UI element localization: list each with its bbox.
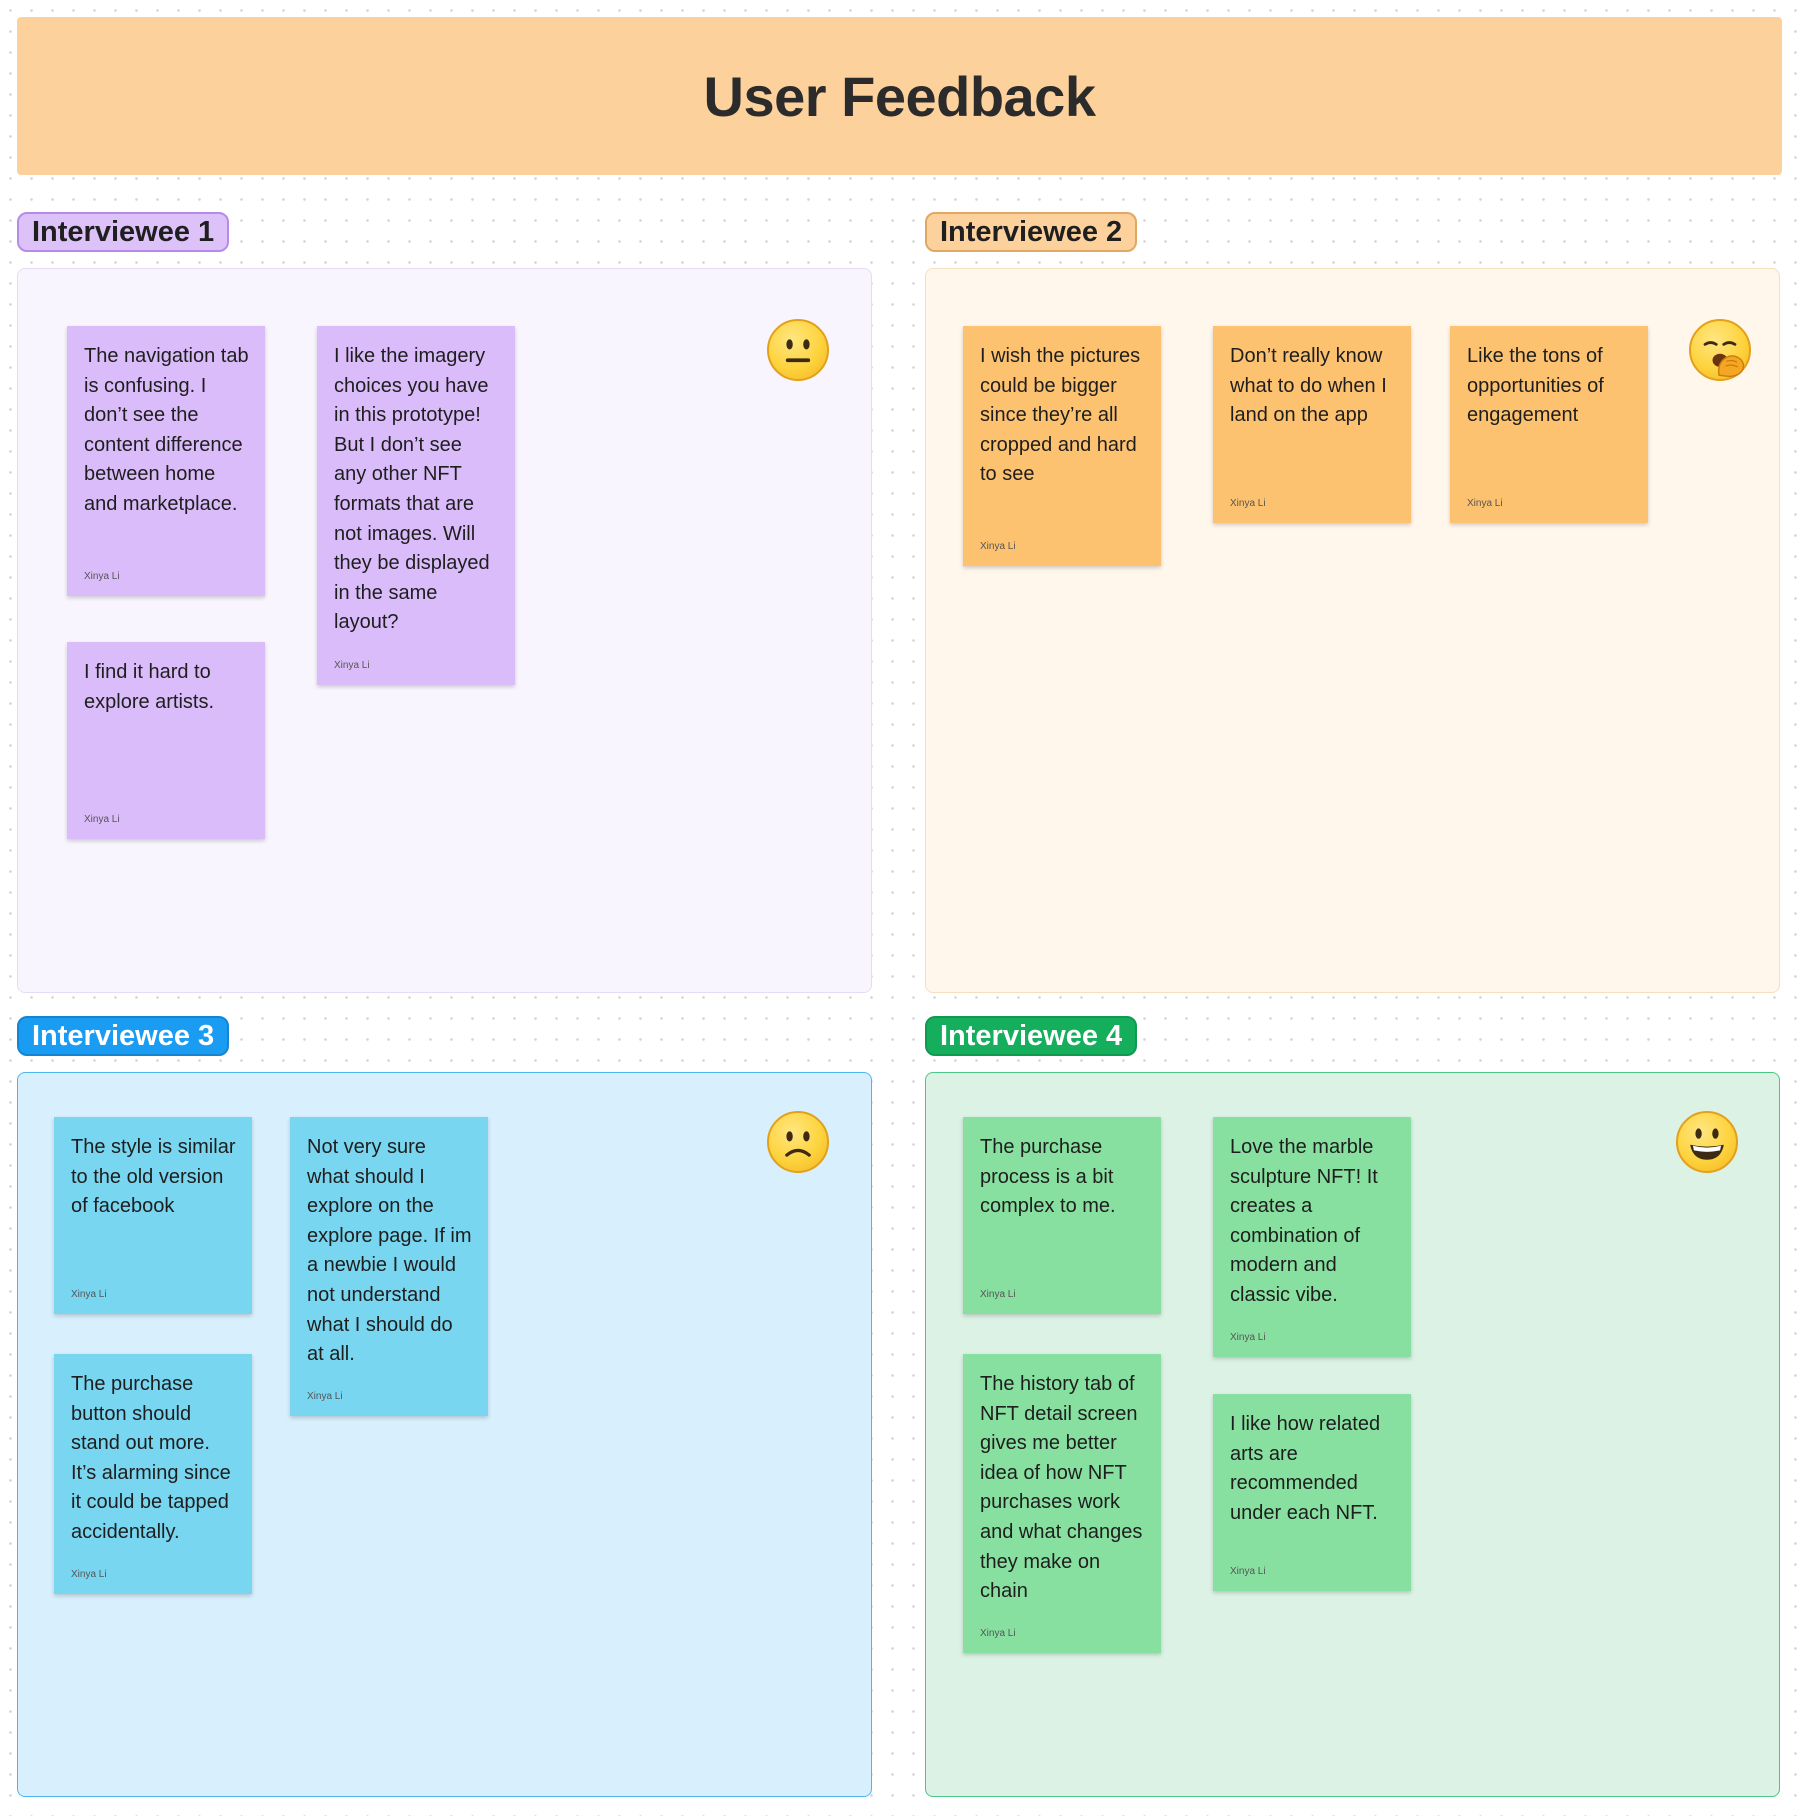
board-header[interactable]: User Feedback <box>17 17 1782 175</box>
sticky-note-text: The style is similar to the old version … <box>71 1136 236 1218</box>
neutral-face-icon[interactable] <box>767 319 829 381</box>
sticky-note-text: Not very sure what should I explore on t… <box>307 1136 472 1366</box>
section-label-interviewee-4[interactable]: Interviewee 4 <box>925 1016 1138 1056</box>
sticky-note-text: Love the marble sculpture NFT! It create… <box>1230 1136 1378 1306</box>
frowning-face-icon[interactable] <box>767 1111 829 1173</box>
sticky-note-author: Xinya Li <box>1230 1566 1266 1577</box>
sticky-note[interactable]: The navigation tab is confusing. I don’t… <box>67 326 265 596</box>
section-label-interviewee-2[interactable]: Interviewee 2 <box>925 212 1138 252</box>
sticky-note-author: Xinya Li <box>980 1289 1016 1300</box>
sticky-note[interactable]: The purchase process is a bit complex to… <box>963 1117 1161 1314</box>
sticky-note-author: Xinya Li <box>334 660 370 671</box>
sticky-note[interactable]: Not very sure what should I explore on t… <box>290 1117 488 1416</box>
yawning-face-icon[interactable] <box>1689 319 1751 381</box>
section-interviewee-3[interactable]: The style is similar to the old version … <box>17 1072 872 1797</box>
sticky-note-author: Xinya Li <box>84 571 120 582</box>
sticky-note-text: I like the imagery choices you have in t… <box>334 345 490 634</box>
sticky-note-author: Xinya Li <box>307 1391 343 1402</box>
sticky-note-author: Xinya Li <box>1230 1332 1266 1343</box>
sticky-note-text: Like the tons of opportunities of engage… <box>1467 345 1604 427</box>
sticky-note-author: Xinya Li <box>1230 498 1266 509</box>
sticky-note-author: Xinya Li <box>84 814 120 825</box>
sticky-note-author: Xinya Li <box>980 1628 1016 1639</box>
sticky-note-text: I wish the pictures could be bigger sinc… <box>980 345 1141 486</box>
sticky-note-text: I find it hard to explore artists. <box>84 661 215 713</box>
smiling-face-icon[interactable] <box>1676 1111 1738 1173</box>
sticky-note-text: I like how related arts are recommended … <box>1230 1413 1381 1524</box>
sticky-note-text: The navigation tab is confusing. I don’t… <box>84 345 249 515</box>
section-interviewee-1[interactable]: The navigation tab is confusing. I don’t… <box>17 268 872 993</box>
sticky-note-author: Xinya Li <box>71 1569 107 1580</box>
section-label-interviewee-1[interactable]: Interviewee 1 <box>17 212 230 252</box>
sticky-note-author: Xinya Li <box>1467 498 1503 509</box>
sticky-note[interactable]: I like how related arts are recommended … <box>1213 1394 1411 1591</box>
sticky-note[interactable]: The style is similar to the old version … <box>54 1117 252 1314</box>
sticky-note[interactable]: Love the marble sculpture NFT! It create… <box>1213 1117 1411 1357</box>
sticky-note-author: Xinya Li <box>71 1289 107 1300</box>
board-title: User Feedback <box>703 64 1096 128</box>
section-interviewee-2[interactable]: I wish the pictures could be bigger sinc… <box>925 268 1780 993</box>
sticky-note[interactable]: I like the imagery choices you have in t… <box>317 326 515 685</box>
sticky-note[interactable]: The history tab of NFT detail screen giv… <box>963 1354 1161 1653</box>
section-label-interviewee-3[interactable]: Interviewee 3 <box>17 1016 230 1056</box>
sticky-note[interactable]: The purchase button should stand out mor… <box>54 1354 252 1594</box>
sticky-note-text: The history tab of NFT detail screen giv… <box>980 1373 1143 1603</box>
sticky-note-text: The purchase process is a bit complex to… <box>980 1136 1116 1218</box>
sticky-note[interactable]: Don’t really know what to do when I land… <box>1213 326 1411 523</box>
sticky-note-text: Don’t really know what to do when I land… <box>1230 345 1387 427</box>
section-interviewee-4[interactable]: The purchase process is a bit complex to… <box>925 1072 1780 1797</box>
sticky-note[interactable]: Like the tons of opportunities of engage… <box>1450 326 1648 523</box>
sticky-note-text: The purchase button should stand out mor… <box>71 1373 231 1543</box>
sticky-note[interactable]: I find it hard to explore artists. Xinya… <box>67 642 265 839</box>
sticky-note-author: Xinya Li <box>980 541 1016 552</box>
sticky-note[interactable]: I wish the pictures could be bigger sinc… <box>963 326 1161 566</box>
